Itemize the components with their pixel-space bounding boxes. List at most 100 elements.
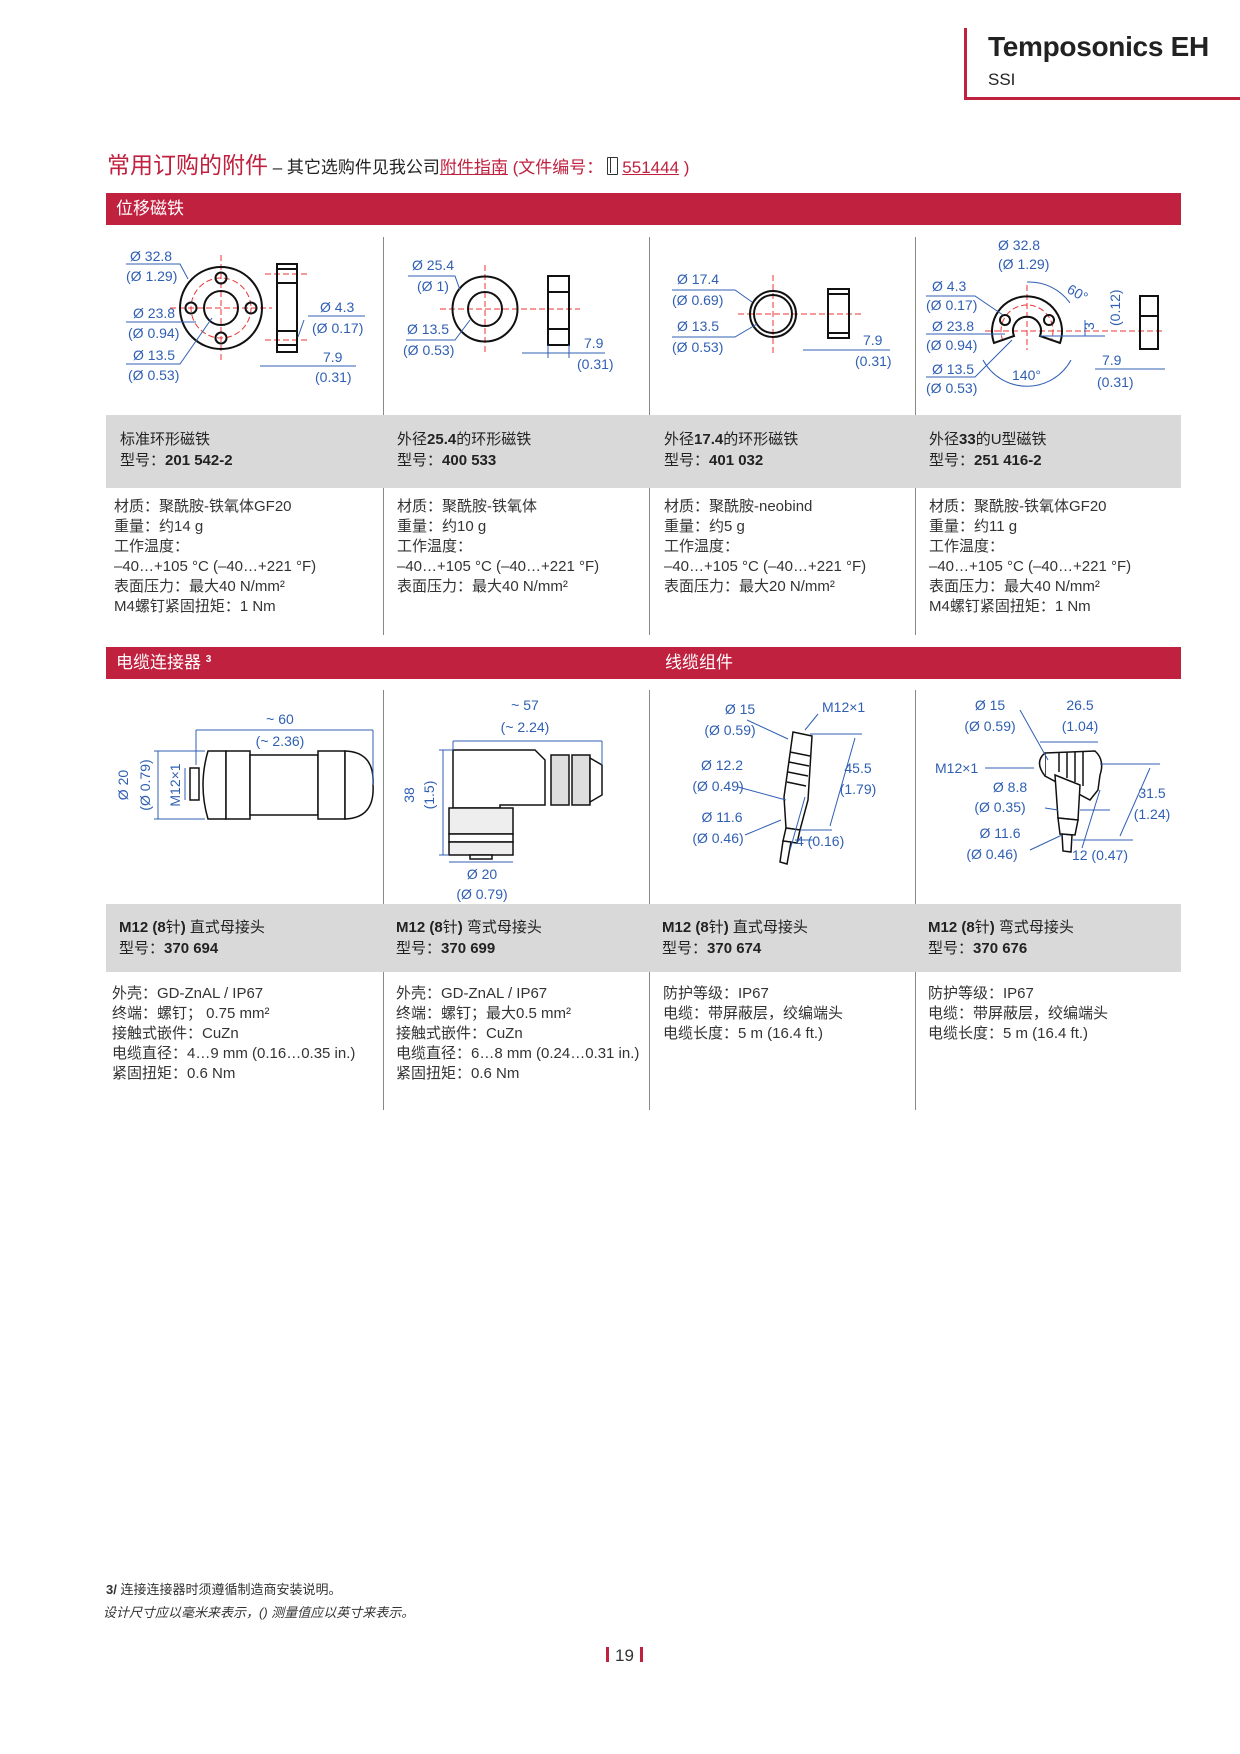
model-label: 型号： [662, 940, 708, 957]
model-number: 201 542-2 [165, 452, 233, 469]
dim-label: Ø 13.5 [133, 347, 175, 363]
product-name: 标准环形磁铁 [120, 431, 211, 448]
section-title-cables: 线缆组件 [665, 653, 733, 672]
magnet-specs: 材质：聚酰胺-铁氧体GF20 重量：约14 g 工作温度： –40…+105 °… [114, 497, 316, 617]
dim-label: 12 (0.47) [1072, 847, 1128, 863]
dim-label: (0.31) [315, 369, 352, 385]
spec-line: 电缆：带屏蔽层，绞编端头 [928, 1005, 1109, 1022]
dim-label: Ø 13.5 [677, 318, 719, 334]
dim-label: 38 [401, 787, 417, 803]
spec-line: 表面压力：最大40 N/mm² [397, 578, 568, 595]
product-name-suffix: 弯式母接头 [994, 919, 1074, 936]
dim-label: Ø 13.5 [932, 361, 974, 377]
product-name-size: 17.4 [694, 431, 724, 448]
spec-line: M4螺钉紧固扭矩：1 Nm [929, 598, 1091, 615]
product-name: M12 (8 [928, 919, 975, 936]
connector-title-band: M12 (8针) 直式母接头 型号：370 694 M12 (8针) 弯式母接头… [106, 904, 1181, 972]
spec-line: 紧固扭矩：0.6 Nm [396, 1065, 520, 1082]
units-note: 设计尺寸应以毫米来表示，() 测量值应以英寸来表示。 [103, 1605, 415, 1620]
dim-label: 31.5 [1138, 785, 1165, 801]
dim-label: Ø 23.8 [932, 318, 974, 334]
product-name-paren: ) [180, 919, 186, 936]
product-name-suffix: 弯式母接头 [462, 919, 542, 936]
book-icon [607, 157, 619, 175]
connector-title: M12 (8针) 弯式母接头 型号：370 676 [928, 917, 1074, 959]
spec-line: 终端：螺钉； 0.75 mm² [112, 1005, 270, 1022]
spec-line: 紧固扭矩：0.6 Nm [112, 1065, 236, 1082]
dim-label: (Ø 1.29) [126, 268, 177, 284]
magnet-title: 外径33的U型磁铁 型号：251 416-2 [929, 429, 1047, 471]
spec-line: 工作温度： [397, 538, 473, 555]
section-title-connectors: 电缆连接器 3 [116, 647, 211, 679]
doc-suffix: ) [679, 158, 690, 177]
product-name-paren: ) [989, 919, 995, 936]
section-bar-connectors: 电缆连接器 3 线缆组件 [106, 647, 1181, 679]
spec-line: 材质：聚酰胺-铁氧体 [397, 498, 537, 515]
dim-label: Ø 8.8 [993, 779, 1027, 795]
footnote-3: 3/ 连接连接器时须遵循制造商安装说明。 [106, 1581, 341, 1599]
product-name: M12 (8 [396, 919, 443, 936]
model-number: 370 676 [973, 940, 1028, 957]
magnet-specs: 材质：聚酰胺-铁氧体GF20 重量：约11 g 工作温度： –40…+105 °… [929, 497, 1131, 617]
dim-label: Ø 32.8 [130, 248, 172, 264]
connector-title: M12 (8针) 弯式母接头 型号：370 699 [396, 917, 542, 959]
dim-label: Ø 11.6 [702, 809, 743, 825]
product-name-suffix: 的U型磁铁 [975, 431, 1047, 448]
section-title-text: 电缆连接器 [116, 653, 201, 672]
dim-label: (Ø 0.79) [456, 886, 507, 902]
dim-label: (0.31) [577, 356, 614, 372]
page-marker [639, 1647, 643, 1662]
product-name: M12 (8 [662, 919, 709, 936]
drawing-angled-cable-assembly: Ø 15 (Ø 0.59) 26.5 (1.04) M12×1 Ø 8.8 (Ø… [935, 697, 1170, 863]
accessory-guide-link[interactable]: 附件指南 [439, 158, 508, 177]
dim-label: (Ø 0.46) [692, 830, 743, 846]
dim-label: 7.9 [323, 349, 343, 365]
dim-label: Ø 32.8 [998, 237, 1040, 253]
product-name-paren: ) [457, 919, 463, 936]
dim-label: Ø 11.6 [980, 825, 1021, 841]
doc-number-link[interactable]: 551444 [622, 158, 680, 177]
dim-label: (Ø 0.94) [926, 337, 977, 353]
product-name: 外径 [397, 431, 428, 448]
dim-label: M12×1 [167, 763, 183, 806]
dim-label: (Ø 1.29) [998, 256, 1049, 272]
product-name: 外径 [664, 431, 695, 448]
dim-label: (Ø 0.94) [128, 325, 179, 341]
magnet-title: 外径17.4的环形磁铁 型号：401 032 [664, 429, 798, 471]
spec-line: 接触式嵌件：CuZn [396, 1025, 523, 1042]
model-number: 370 699 [441, 940, 496, 957]
dim-label: (Ø 1) [417, 278, 449, 294]
dim-label: Ø 4.3 [932, 278, 966, 294]
heading-intro: – 其它选购件见我公司 [268, 158, 440, 177]
column-divider [915, 690, 916, 1110]
dim-label: 26.5 [1066, 697, 1093, 713]
product-name-size: 25.4 [427, 431, 457, 448]
spec-line: 工作温度： [664, 538, 740, 555]
dim-label: (Ø 0.49) [692, 778, 743, 794]
header-accent-line [964, 28, 967, 100]
product-name-pins: 针 [708, 919, 724, 936]
page-number: 19 [600, 1646, 649, 1666]
spec-line: 表面压力：最大40 N/mm² [114, 578, 285, 595]
spec-line: 终端：螺钉；最大0.5 mm² [396, 1005, 572, 1022]
dim-label: (1.5) [421, 781, 437, 810]
dim-label: 140° [1012, 367, 1041, 383]
product-name-pins: 针 [974, 919, 990, 936]
spec-line: 接触式嵌件：CuZn [112, 1025, 239, 1042]
spec-line: 材质：聚酰胺-neobind [664, 498, 813, 515]
model-number: 401 032 [709, 452, 764, 469]
dim-label: Ø 13.5 [407, 321, 449, 337]
spec-line: 重量：约5 g [664, 518, 745, 535]
dim-label: (Ø 0.35) [974, 799, 1025, 815]
dim-label: Ø 15 [725, 701, 756, 717]
magnet-specs: 材质：聚酰胺-铁氧体 重量：约10 g 工作温度： –40…+105 °C (–… [397, 497, 599, 597]
product-name: M12 (8 [119, 919, 166, 936]
column-divider [649, 690, 650, 1110]
drawing-straight-connector: ~ 60 (~ 2.36) Ø 20 (Ø 0.79) M12×1 [115, 711, 374, 820]
spec-line: 表面压力：最大40 N/mm² [929, 578, 1100, 595]
spec-line: 材质：聚酰胺-铁氧体GF20 [929, 498, 1107, 515]
connector-title: M12 (8针) 直式母接头 型号：370 694 [119, 917, 265, 959]
model-label: 型号： [397, 452, 443, 469]
spec-line: –40…+105 °C (–40…+221 °F) [929, 558, 1132, 575]
dim-label: Ø 17.4 [677, 271, 719, 287]
